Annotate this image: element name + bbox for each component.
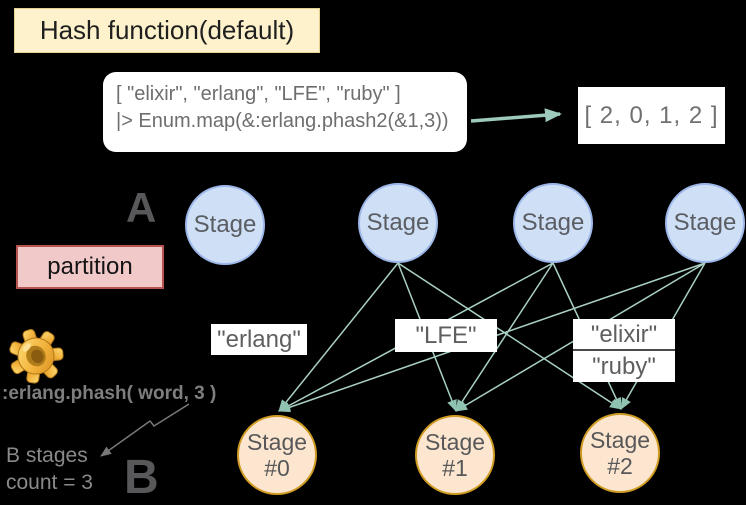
stage-a-2: Stage [513, 183, 593, 263]
section-a-letter: A [126, 184, 157, 231]
stage-b-1-number: #1 [442, 455, 468, 481]
stage-a-2-label: Stage [521, 209, 585, 236]
result-arrow [470, 108, 562, 123]
stage-a-0-label: Stage [193, 211, 257, 238]
title-box: Hash function(default) [14, 8, 320, 53]
stage-b-0-number: #0 [264, 455, 290, 481]
stage-b-2-label: Stage [589, 427, 651, 453]
stage-a-1: Stage [358, 183, 438, 263]
stage-b-1-label: Stage [424, 429, 486, 455]
stage-a-3-label: Stage [673, 209, 737, 236]
connection-a1-b2 [397, 262, 622, 410]
stage-b-0: Stage #0 [237, 415, 317, 495]
b-stages-note-line-2: count = 3 [6, 471, 93, 494]
code-line-1: [ "elixir", "erlang", "LFE", "ruby" ] [116, 83, 401, 105]
word-label-erlang: "erlang" [211, 324, 307, 355]
b-stages-note-line-1: B stages [6, 444, 88, 467]
word-label-ruby: "ruby" [573, 351, 675, 382]
stage-b-1: Stage #1 [415, 415, 495, 495]
stage-a-1-label: Stage [366, 209, 430, 236]
stage-a-0: Stage [185, 185, 265, 265]
code-line-2: |> Enum.map(&:erlang.phash2(&1,3)) [116, 110, 449, 132]
count-annotation-arrow [100, 403, 190, 457]
stage-b-2: Stage #2 [580, 413, 660, 493]
stage-a-3: Stage [665, 183, 745, 263]
phash-code-text: :erlang.phash( word, 3 ) [2, 383, 217, 404]
word-label-elixir: "elixir" [573, 319, 675, 351]
section-b-letter: B [124, 451, 159, 504]
stage-b-2-number: #2 [607, 453, 633, 479]
word-label-lfe: "LFE" [395, 319, 497, 352]
gear-icon [9, 329, 64, 384]
b-stages-note: B stages count = 3 [6, 442, 93, 496]
stage-b-0-label: Stage [246, 429, 308, 455]
partition-box: partition [16, 245, 164, 289]
connection-a2-b1 [455, 262, 554, 412]
code-box: [ "elixir", "erlang", "LFE", "ruby" ] |>… [103, 72, 467, 152]
connection-a1-b0 [278, 262, 399, 412]
result-box: [ 2, 0, 1, 2 ] [578, 87, 725, 144]
